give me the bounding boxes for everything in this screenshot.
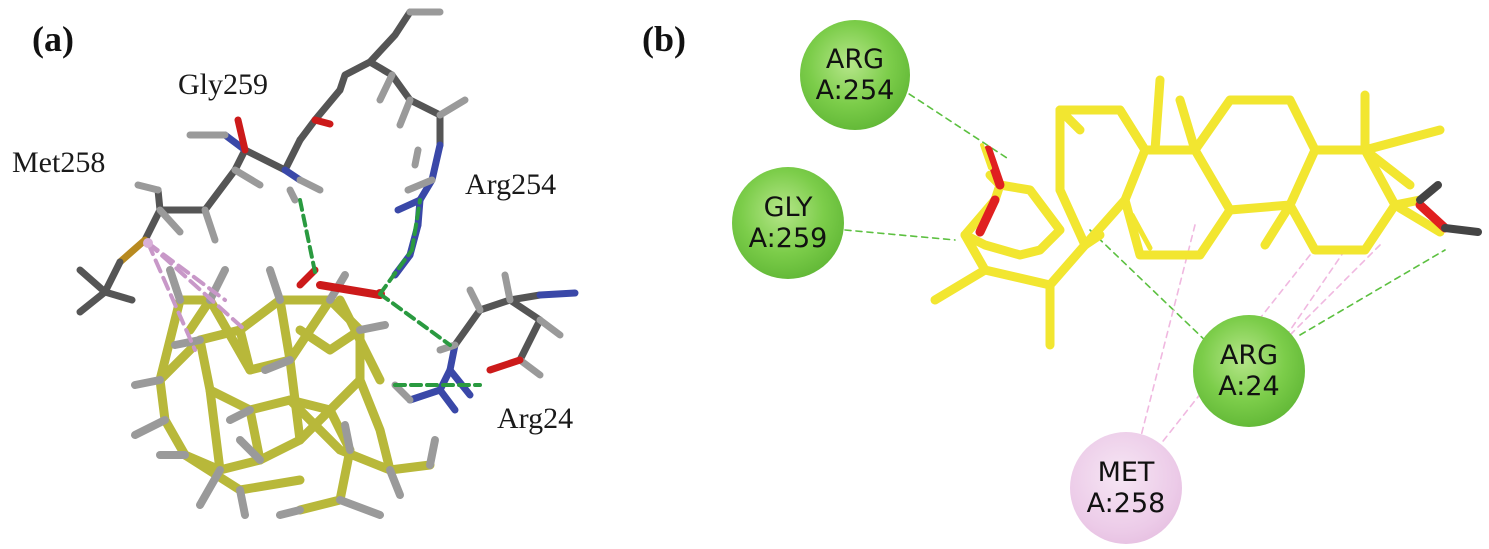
- panel-a-label: (a): [32, 19, 74, 59]
- node-gly259-line2: A:259: [748, 223, 828, 254]
- node-arg24: ARG A:24: [1193, 315, 1305, 427]
- node-arg24-line1: ARG: [1219, 339, 1279, 371]
- label-arg24: Arg24: [497, 402, 574, 435]
- node-arg254: ARG A:254: [800, 20, 910, 130]
- ligand-2d-double-bond: [1129, 212, 1153, 251]
- panel-a-hbonds: [298, 198, 482, 387]
- ligand-carbonyl: [316, 281, 384, 299]
- hydroxyl-h-2d: [1441, 224, 1482, 236]
- node-gly259: GLY A:259: [732, 167, 844, 279]
- node-arg254-line2: A:254: [815, 75, 895, 106]
- label-gly259: Gly259: [178, 68, 268, 101]
- met258-residue: [76, 166, 239, 316]
- gly259-residue: [186, 86, 344, 204]
- ligand-hydroxyl: [296, 266, 319, 289]
- label-met258: Met258: [12, 146, 106, 179]
- node-gly259-line1: GLY: [763, 191, 813, 223]
- panel-b-hbond-lines: [844, 87, 1446, 346]
- hydroxyl-h-2d-b: [1416, 181, 1442, 204]
- carbonyl-oxygen-2d-b: [980, 143, 992, 170]
- ligand-2d: [930, 75, 1445, 350]
- arg254-residue: [336, 8, 469, 279]
- label-arg254: Arg254: [465, 168, 557, 201]
- arg24-residue: [391, 271, 579, 414]
- ring-oxygen-2d: [975, 195, 1000, 237]
- panel-b-label: (b): [642, 19, 686, 59]
- met258-sulfur-atom: [143, 238, 153, 248]
- panel-a-alkyl-contacts: [146, 241, 247, 352]
- hydroxyl-oxygen-2d: [1415, 200, 1450, 233]
- node-met258-line1: MET: [1097, 456, 1155, 488]
- node-arg254-line1: ARG: [825, 43, 885, 75]
- ligand-3d: [155, 295, 435, 515]
- ligand-3d-hydrogens: [131, 266, 439, 519]
- node-met258-line2: A:258: [1086, 488, 1166, 519]
- panel-b-structure: [844, 75, 1482, 446]
- panel-a-structure: [76, 8, 579, 519]
- node-arg24-line2: A:24: [1218, 371, 1280, 402]
- carbonyl-oxygen-2d: [983, 145, 1005, 190]
- node-met258: MET A:258: [1070, 432, 1182, 544]
